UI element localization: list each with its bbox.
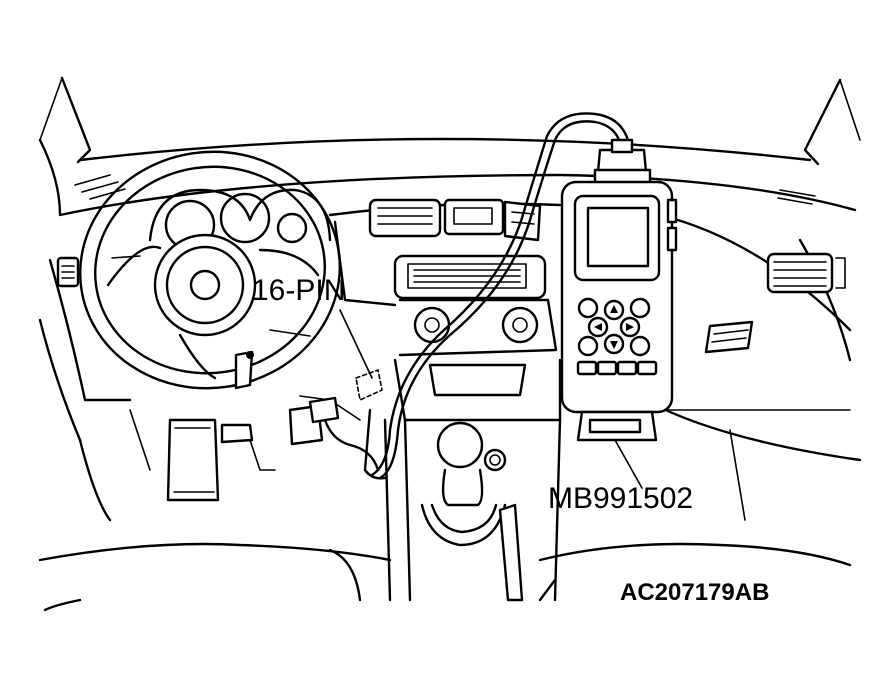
instrument-cluster <box>148 188 332 251</box>
figure-code: AC207179AB <box>620 579 769 606</box>
connector-label: 16-PIN <box>252 274 345 307</box>
center-stack <box>368 198 562 422</box>
floor-and-seats <box>38 409 852 612</box>
diagnostic-cable <box>370 112 632 480</box>
scan-tool-mb991502 <box>560 138 678 489</box>
16-pin-connector <box>308 309 387 480</box>
shift-lever <box>403 418 562 602</box>
tool-label: MB991502 <box>548 482 693 515</box>
left-air-vent <box>56 256 80 288</box>
steering-wheel <box>79 150 341 390</box>
windshield-frame <box>39 76 861 166</box>
right-air-vent <box>766 252 846 294</box>
pedals <box>166 395 361 502</box>
glovebox-handle <box>704 320 754 354</box>
